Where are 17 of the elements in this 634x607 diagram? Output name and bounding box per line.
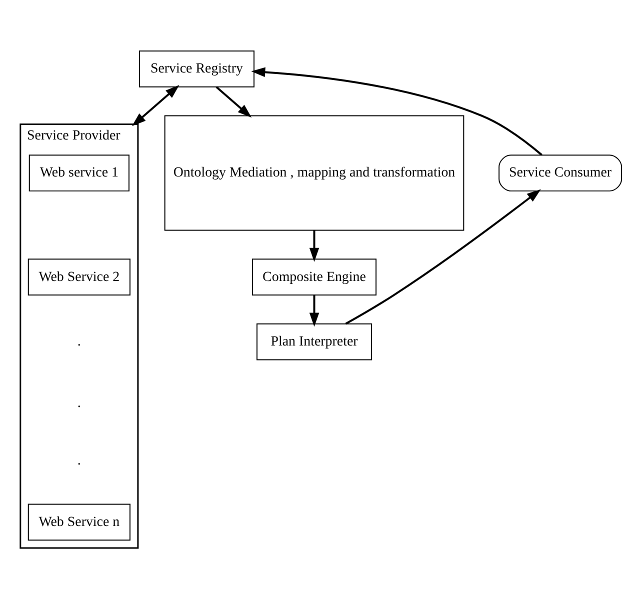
arrow: [309, 230, 320, 262]
label: .: [77, 334, 81, 350]
arrow: [216, 86, 252, 118]
node-box: Composite Engine: [252, 258, 377, 296]
node-box: Service Registry: [138, 50, 254, 88]
node-box: Web service 1: [28, 154, 130, 192]
label: .: [77, 454, 81, 469]
arrow: [132, 85, 180, 126]
node-box: Web Service 2: [28, 258, 130, 296]
arrow: [309, 295, 320, 327]
node-box: Service Consumer: [498, 154, 622, 192]
node-box: Web Service n: [28, 504, 130, 541]
node-box: Plan Interpreter: [256, 323, 372, 360]
arrow: [251, 67, 542, 156]
node-box: Ontology Mediation , mapping and transformation: [164, 115, 464, 231]
arrow: [345, 189, 541, 325]
label: .: [77, 396, 81, 411]
